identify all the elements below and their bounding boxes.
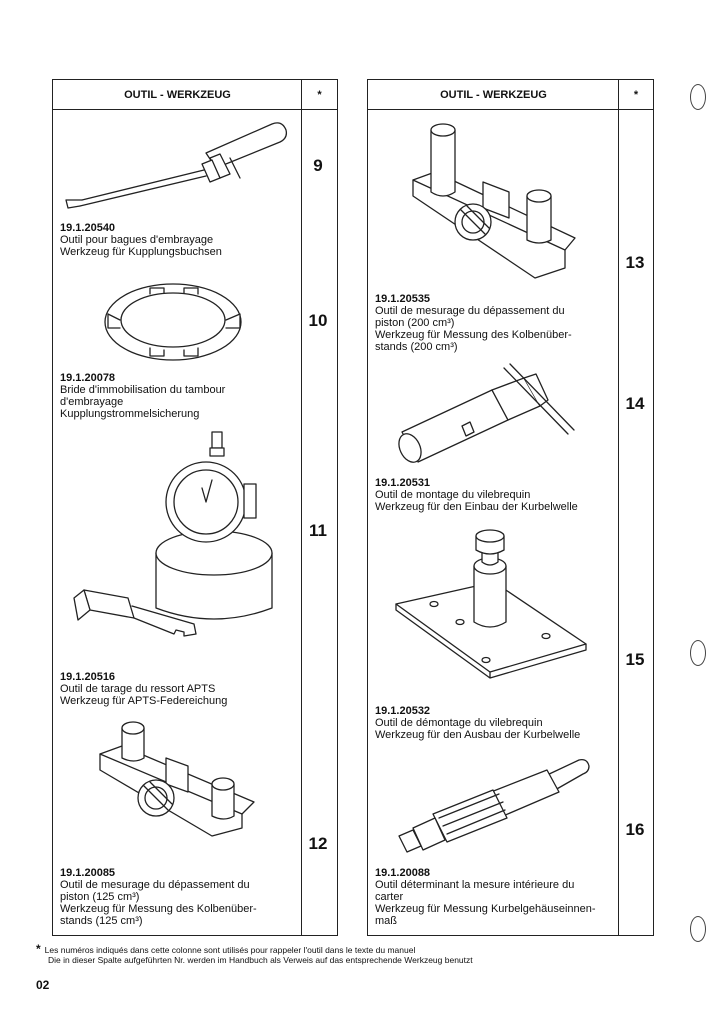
tool-entry-15: 19.1.20532 Outil de démontage du vilebre… xyxy=(375,705,580,741)
clutch-drum-lock-illustration xyxy=(104,283,242,361)
item-number-16: 16 xyxy=(625,820,645,839)
tool-code: 19.1.20085 xyxy=(60,867,116,879)
left-tool-table: OUTIL - WERKZEUG * xyxy=(52,79,338,936)
item-number-12: 12 xyxy=(308,834,328,853)
item-number-9: 9 xyxy=(313,156,323,175)
tool-description-line: stands (200 cm³) xyxy=(375,341,458,353)
tool-description-line: Werkzeug für Kupplungsbuchsen xyxy=(60,246,222,258)
crankcase-bore-gauge-illustration xyxy=(398,758,590,853)
tool-code: 19.1.20078 xyxy=(60,372,116,384)
tool-description-line: maß xyxy=(375,915,397,927)
tool-description-line: Outil pour bagues d'embrayage xyxy=(60,234,214,246)
item-number-14: 14 xyxy=(625,394,645,413)
tool-description-line: d'embrayage xyxy=(60,396,124,408)
tool-description-line: Bride d'immobilisation du tambour xyxy=(60,384,226,396)
footnote: *Les numéros indiqués dans cette colonne… xyxy=(36,942,473,965)
apts-spring-gauge-illustration xyxy=(73,431,273,637)
tool-entry-10: 19.1.20078 Bride d'immobilisation du tam… xyxy=(60,372,225,420)
tool-code: 19.1.20535 xyxy=(375,293,431,305)
tool-entry-12: 19.1.20085 Outil de mesurage du dépassem… xyxy=(60,867,257,927)
tool-description-line: Outil de démontage du vilebrequin xyxy=(375,717,543,729)
tool-description-line: Outil de mesurage du dépassement du xyxy=(375,305,565,317)
tool-description-line: Kupplungstrommelsicherung xyxy=(60,408,200,420)
item-number-13: 13 xyxy=(625,253,645,272)
right-tool-table: OUTIL - WERKZEUG * xyxy=(367,79,654,936)
tool-code: 19.1.20540 xyxy=(60,222,116,234)
tool-description-line: Werkzeug für Messung des Kolbenüber- xyxy=(375,329,572,341)
crankshaft-removal-plate-illustration xyxy=(395,529,587,679)
right-column-divider xyxy=(618,80,619,935)
tool-entry-9: 19.1.20540 Outil pour bagues d'embrayage… xyxy=(60,222,222,258)
page-number: 02 xyxy=(36,978,50,992)
right-header-star: * xyxy=(619,80,653,110)
tool-description-line: Outil déterminant la mesure intérieure d… xyxy=(375,879,575,891)
item-number-10: 10 xyxy=(308,311,328,330)
tool-code: 19.1.20531 xyxy=(375,477,431,489)
tool-code: 19.1.20532 xyxy=(375,705,431,717)
tool-code: 19.1.20516 xyxy=(60,671,116,683)
tool-description-line: Outil de tarage du ressort APTS xyxy=(60,683,216,695)
tool-description-line: stands (125 cm³) xyxy=(60,915,143,927)
tool-description-line: Werkzeug für den Einbau der Kurbelwelle xyxy=(375,501,578,513)
tool-description-line: Werkzeug für Messung Kurbelgehäuseinnen- xyxy=(375,903,596,915)
binder-hole xyxy=(690,84,706,110)
footnote-star: * xyxy=(36,942,41,956)
left-header-tool: OUTIL - WERKZEUG xyxy=(53,80,302,110)
tool-description-line: Outil de mesurage du dépassement du xyxy=(60,879,250,891)
right-header-tool: OUTIL - WERKZEUG xyxy=(368,80,619,110)
tool-description-line: carter xyxy=(375,891,404,903)
tool-description-line: Werkzeug für APTS-Federeichung xyxy=(60,695,228,707)
footnote-fr: *Les numéros indiqués dans cette colonne… xyxy=(36,942,416,956)
tool-entry-13: 19.1.20535 Outil de mesurage du dépassem… xyxy=(375,293,572,353)
binder-hole xyxy=(690,640,706,666)
item-number-15: 15 xyxy=(625,650,645,669)
tool-description-line: Werkzeug für Messung des Kolbenüber- xyxy=(60,903,257,915)
item-number-11: 11 xyxy=(309,521,327,540)
left-header-star: * xyxy=(302,80,337,110)
tool-description-line: Outil de montage du vilebrequin xyxy=(375,489,531,501)
crankshaft-install-tool-illustration xyxy=(398,363,575,463)
binder-hole xyxy=(690,916,706,942)
tool-description-line: piston (125 cm³) xyxy=(60,891,140,903)
piston-protrusion-tool-200-illustration xyxy=(412,123,576,279)
left-column-divider xyxy=(301,80,302,935)
clutch-bushing-tool-illustration xyxy=(65,122,288,209)
tool-entry-11: 19.1.20516 Outil de tarage du ressort AP… xyxy=(60,671,227,707)
tool-code: 19.1.20088 xyxy=(375,867,431,879)
tool-description-line: piston (200 cm³) xyxy=(375,317,455,329)
footnote-de: Die in dieser Spalte aufgeführten Nr. we… xyxy=(48,955,473,965)
tool-entry-14: 19.1.20531 Outil de montage du vilebrequ… xyxy=(375,477,578,513)
piston-protrusion-tool-125-illustration xyxy=(99,721,255,837)
tool-entry-16: 19.1.20088 Outil déterminant la mesure i… xyxy=(375,867,596,927)
tool-description-line: Werkzeug für den Ausbau der Kurbelwelle xyxy=(375,729,581,741)
